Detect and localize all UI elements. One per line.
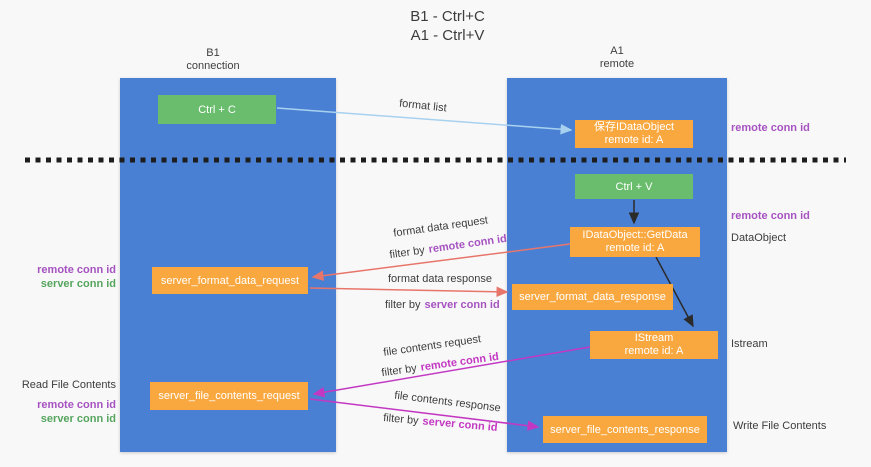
left-server-conn-id-label-1: server conn id bbox=[40, 278, 116, 290]
lane-b1-subtitle: connection bbox=[186, 60, 240, 72]
server-format-data-response-node: server_format_data_response bbox=[512, 284, 673, 310]
remote-conn-id-text: remote conn id bbox=[427, 232, 508, 256]
filter-by-text: filter by bbox=[382, 412, 420, 428]
lane-a1-subtitle: remote bbox=[599, 58, 635, 70]
getdata-line1: IDataObject::GetData bbox=[582, 229, 688, 241]
lane-header-a1: A1 remote bbox=[509, 45, 725, 71]
format-data-request-label: format data request bbox=[392, 214, 489, 240]
filter-by-text: filter by bbox=[385, 299, 421, 311]
ctrl-v-label: Ctrl + V bbox=[615, 180, 653, 193]
left-remote-conn-id-label-1: remote conn id bbox=[37, 264, 116, 276]
filter-by-text: filter by bbox=[388, 244, 426, 262]
right-remote-conn-id-label-2: remote conn id bbox=[731, 210, 810, 222]
title-line-2: A1 - Ctrl+V bbox=[410, 27, 485, 44]
server-conn-id-text: server conn id bbox=[422, 415, 498, 434]
istream-line2: remote id: A bbox=[624, 345, 684, 357]
server-file-contents-request-label: server_file_contents_request bbox=[158, 390, 300, 402]
save-idataobject-node: 保存IDataObject remote id: A bbox=[575, 120, 693, 148]
save-idataobject-line2: remote id: A bbox=[604, 134, 664, 146]
format-data-response-label: format data response bbox=[388, 273, 492, 285]
server-format-data-request-node: server_format_data_request bbox=[152, 267, 308, 294]
format-list-label: format list bbox=[398, 97, 448, 115]
istream-node: IStream remote id: A bbox=[590, 331, 718, 359]
server-conn-id-text: server conn id bbox=[424, 299, 500, 311]
server-file-contents-response-node: server_file_contents_response bbox=[543, 416, 707, 443]
filter-by-text: filter by bbox=[380, 362, 418, 380]
title-line-1: B1 - Ctrl+C bbox=[410, 8, 485, 25]
write-file-contents-label: Write File Contents bbox=[733, 420, 827, 432]
getdata-line2: remote id: A bbox=[605, 242, 665, 254]
remote-conn-id-text: remote conn id bbox=[419, 350, 500, 374]
idataobject-getdata-node: IDataObject::GetData remote id: A bbox=[570, 227, 700, 257]
left-server-conn-id-label-2: server conn id bbox=[40, 413, 116, 425]
ctrl-c-label: Ctrl + C bbox=[198, 103, 236, 116]
istream-line1: IStream bbox=[634, 332, 674, 344]
save-idataobject-line1: 保存IDataObject bbox=[593, 121, 675, 133]
ctrl-v-node: Ctrl + V bbox=[575, 174, 693, 199]
server-file-contents-request-node: server_file_contents_request bbox=[150, 382, 308, 410]
file-contents-response-label: file contents response bbox=[393, 389, 502, 415]
lane-b1-name: B1 bbox=[206, 47, 220, 59]
diagram-title: B1 - Ctrl+C A1 - Ctrl+V bbox=[12, 7, 871, 45]
server-format-data-request-label: server_format_data_request bbox=[160, 274, 300, 287]
format-data-response-arrow bbox=[309, 286, 509, 298]
read-file-contents-label: Read File Contents bbox=[21, 379, 116, 391]
server-format-data-response-label: server_format_data_response bbox=[519, 291, 666, 303]
left-remote-conn-id-label-2: remote conn id bbox=[37, 399, 116, 411]
ctrl-c-node: Ctrl + C bbox=[158, 95, 276, 124]
istream-side-label: Istream bbox=[731, 338, 768, 350]
dataobject-label: DataObject bbox=[731, 232, 787, 244]
right-remote-conn-id-label-1: remote conn id bbox=[731, 122, 810, 134]
lane-header-b1: B1 connection bbox=[105, 47, 321, 73]
server-file-contents-response-label: server_file_contents_response bbox=[550, 423, 700, 436]
lane-a1-name: A1 bbox=[610, 45, 624, 57]
